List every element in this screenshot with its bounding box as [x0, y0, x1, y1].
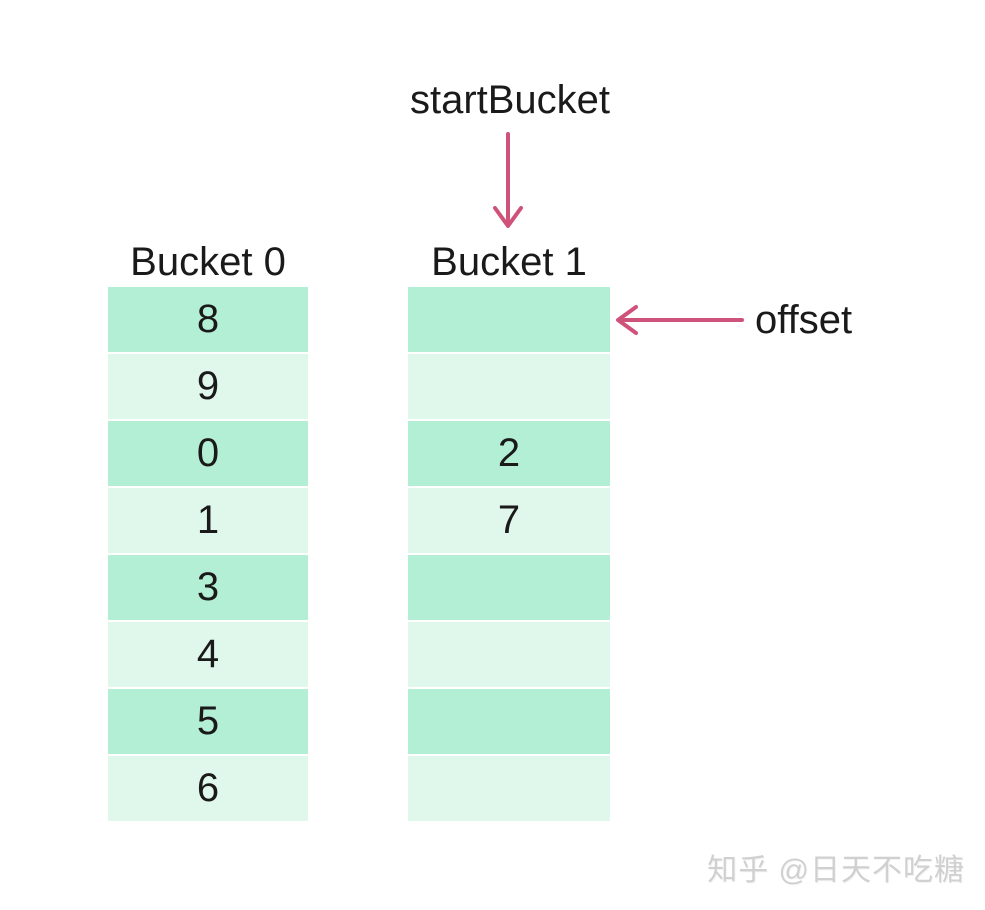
offset-left-arrow-icon [616, 305, 744, 335]
bucket-cell: 4 [108, 622, 308, 687]
offset-label: offset [755, 298, 853, 342]
start-bucket-down-arrow-icon [493, 132, 523, 228]
bucket-cell: 1 [108, 488, 308, 553]
bucket-cell [408, 756, 610, 821]
bucket-cell: 0 [108, 421, 308, 486]
bucket-cell: 9 [108, 354, 308, 419]
bucket-cell: 7 [408, 488, 610, 553]
watermark: 知乎 @日天不吃糖 [707, 854, 965, 887]
bucket-cell [408, 689, 610, 754]
bucket-cell: 5 [108, 689, 308, 754]
bucket-cell [408, 622, 610, 687]
bucket0-title: Bucket 0 [130, 240, 286, 284]
start-bucket-label: startBucket [409, 78, 611, 122]
bucket-cell: 8 [108, 287, 308, 352]
bucket-cell [408, 555, 610, 620]
bucket-cell [408, 354, 610, 419]
bucket-cell: 3 [108, 555, 308, 620]
bucket-cell: 6 [108, 756, 308, 821]
bucket-cell: 2 [408, 421, 610, 486]
bucket-cell [408, 287, 610, 352]
bucket1-title: Bucket 1 [431, 240, 587, 284]
